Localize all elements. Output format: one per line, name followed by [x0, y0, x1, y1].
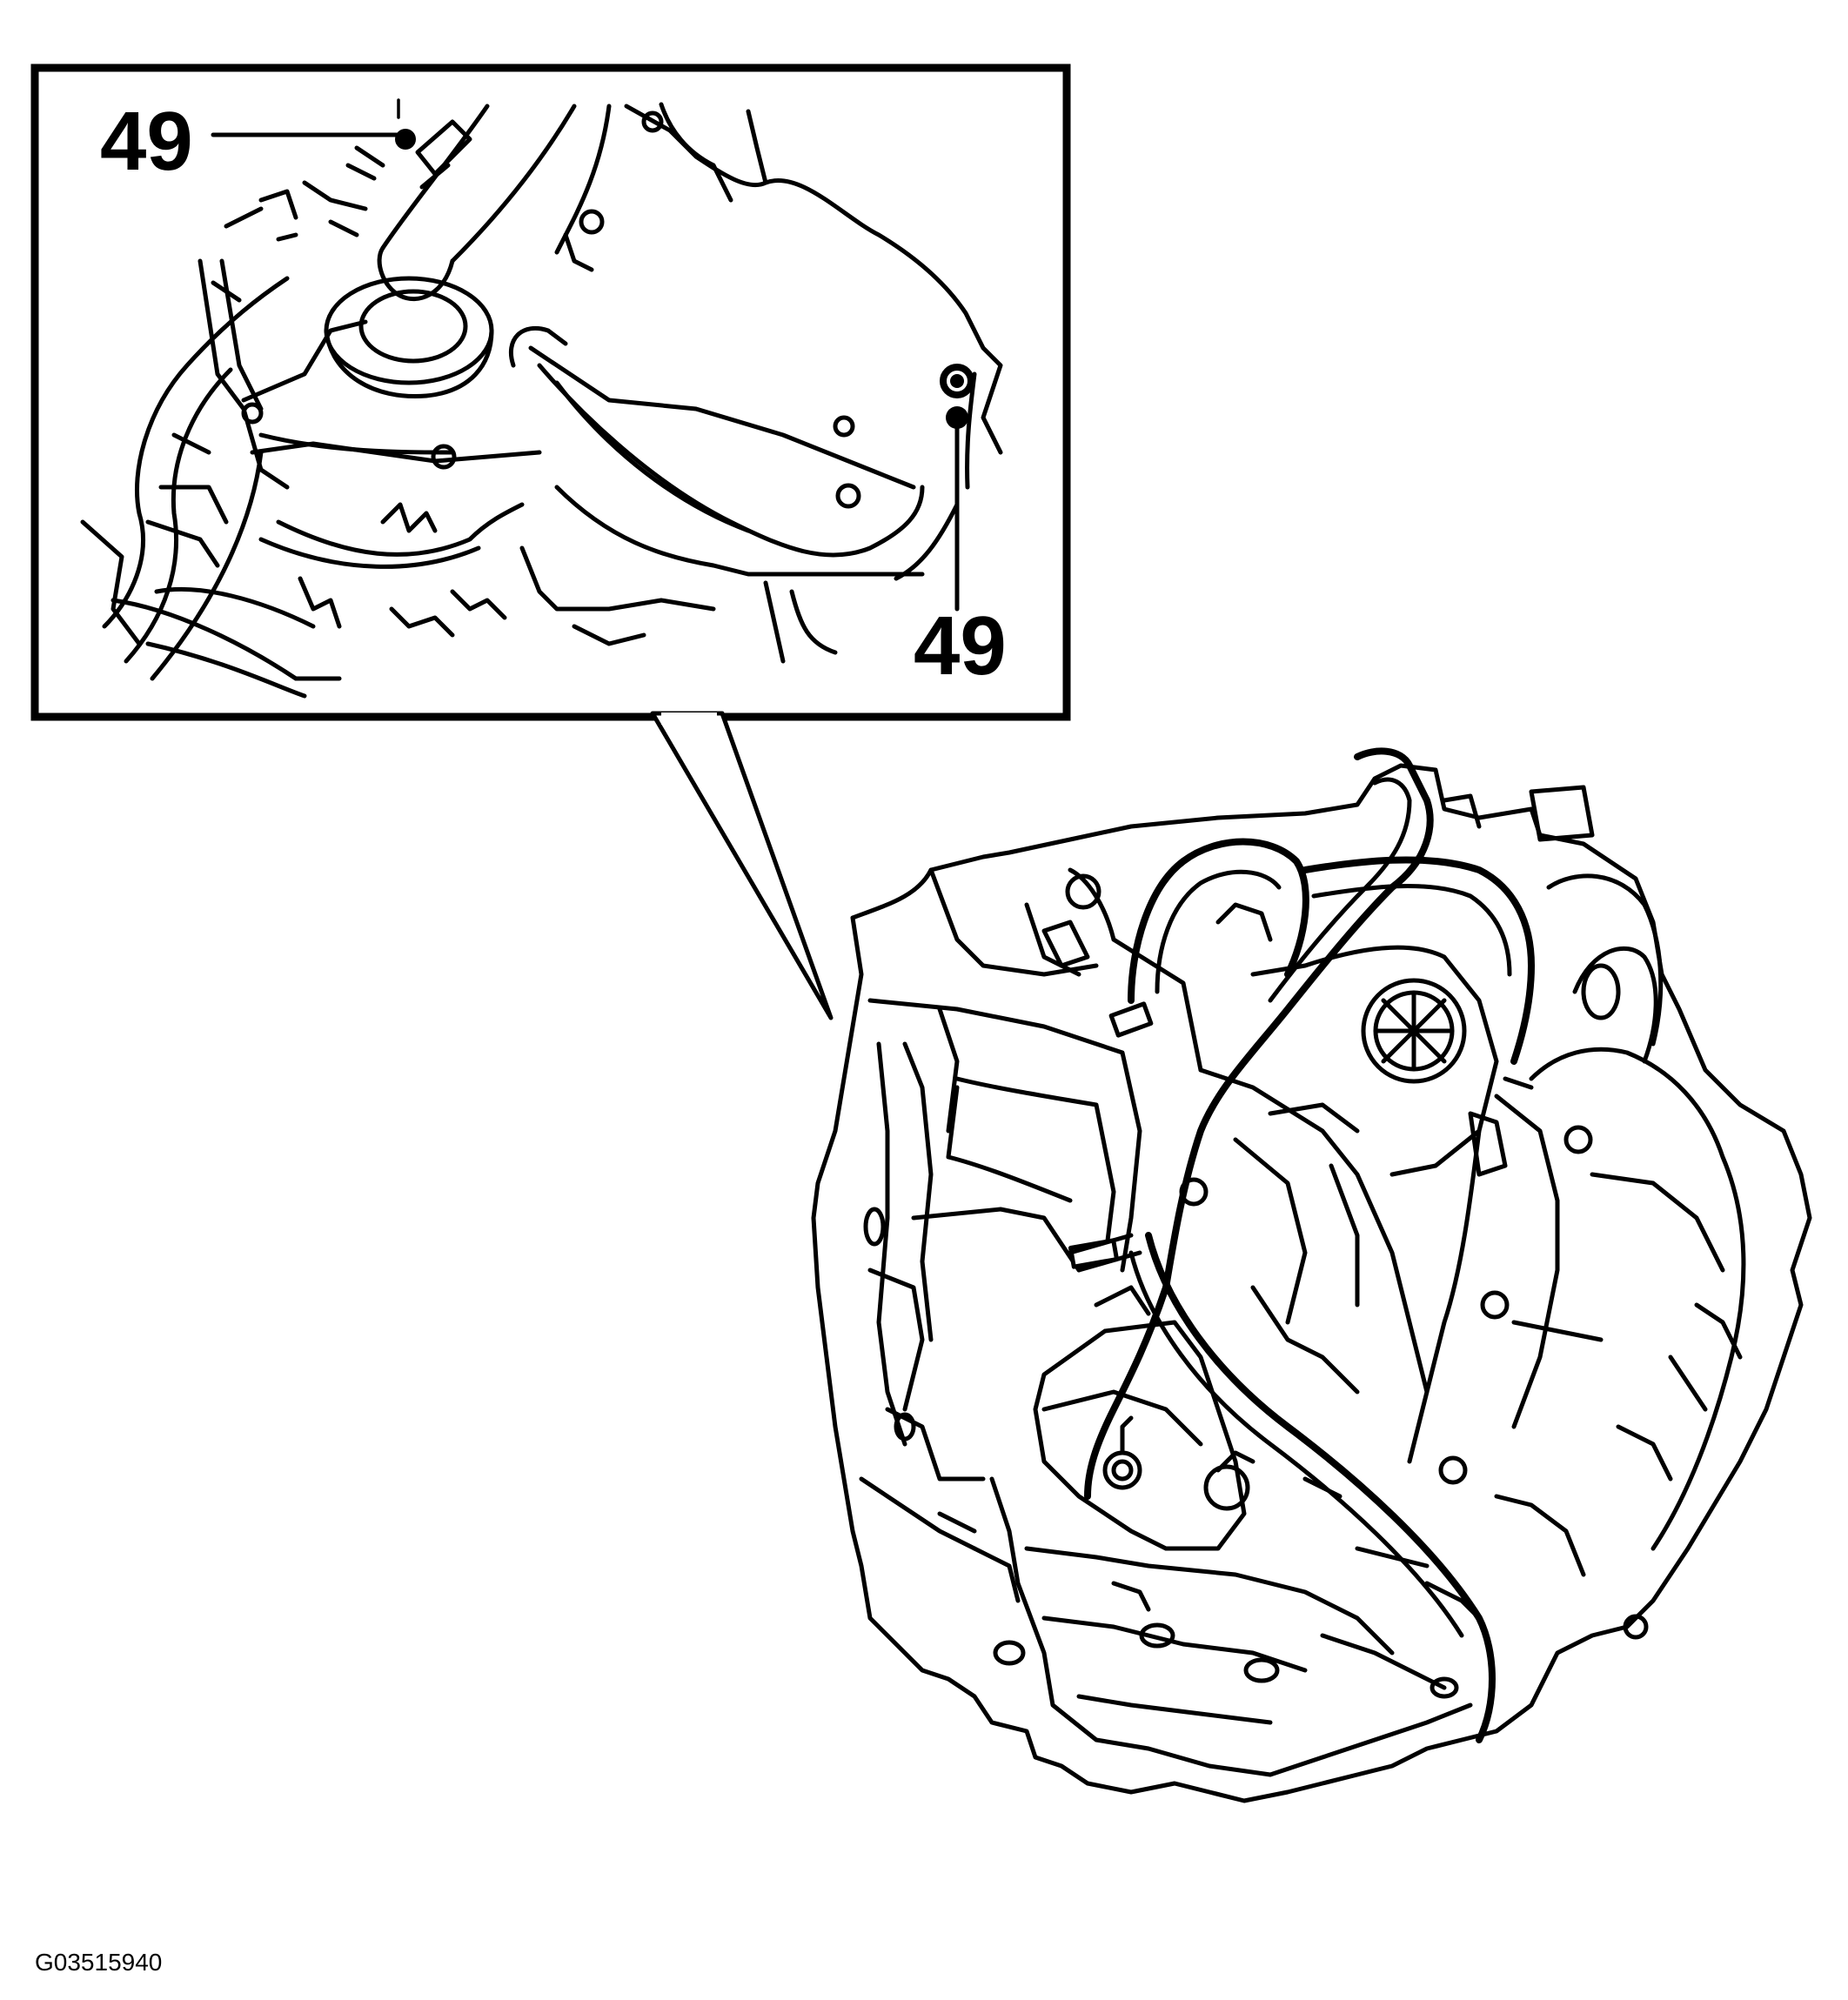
- callout-leader-top-left: [211, 98, 416, 150]
- callout-label-top-left: 49: [100, 95, 193, 188]
- bolt-head-icon: [940, 364, 974, 398]
- leader-dot-icon: [395, 129, 416, 150]
- inset-housing-lines: [80, 102, 1003, 699]
- inset-frame: [30, 64, 1071, 721]
- transmission-assembly: [811, 747, 1812, 1803]
- callout-leader-bottom-right: [946, 406, 968, 612]
- detail-inset: 49 49: [30, 64, 1071, 721]
- inset-bolt-markers: [940, 364, 974, 398]
- leader-dot-icon: [946, 406, 968, 429]
- figure-id: G03515940: [35, 1949, 162, 1976]
- bolt-center-icon: [950, 374, 964, 388]
- zoom-pointer: [650, 711, 834, 1020]
- callout-label-bottom-right: 49: [914, 599, 1007, 692]
